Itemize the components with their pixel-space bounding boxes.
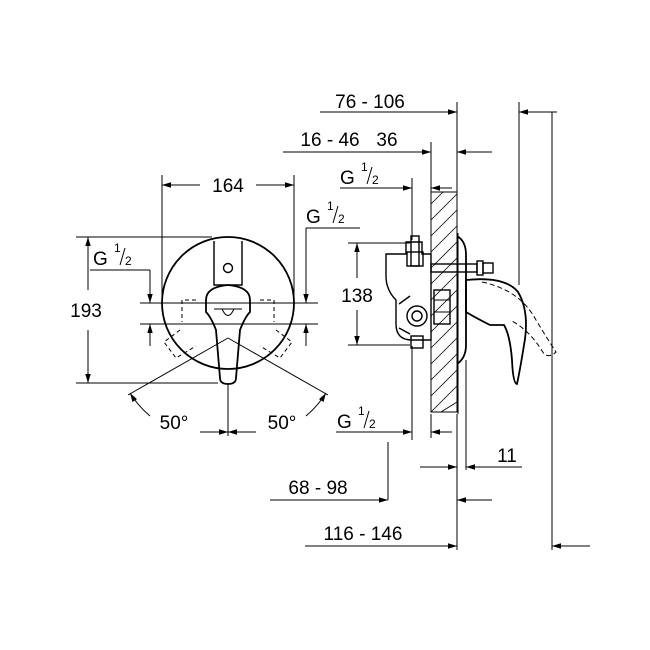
dim-36-label: 36 (376, 130, 397, 151)
svg-text:2: 2 (372, 173, 379, 187)
svg-text:2: 2 (338, 212, 345, 226)
lever-side-profile (465, 278, 527, 385)
dim-76-106-label: 76 - 106 (335, 92, 405, 113)
dim-11-label: 11 (497, 446, 517, 467)
lever-handle (205, 284, 251, 385)
side-view: 76 - 106 16 - 46 36 G 1 2 138 G 1 (270, 92, 590, 550)
inlet-left-label: G 1 2 (93, 241, 132, 270)
dim-16-46-label: 16 - 46 (300, 130, 359, 151)
front-view: 164 193 G 1 2 G 1 2 (70, 175, 360, 436)
svg-text:1: 1 (327, 199, 334, 213)
svg-text:1: 1 (361, 160, 368, 174)
svg-text:2: 2 (369, 417, 376, 431)
outlet-bottom-label: G 1 2 (337, 404, 376, 433)
svg-text:2: 2 (125, 254, 132, 268)
svg-text:1: 1 (114, 241, 121, 255)
svg-text:G: G (306, 207, 321, 228)
inlet-right-label: G 1 2 (306, 199, 345, 228)
dim-138-label: 138 (341, 286, 373, 307)
svg-text:G: G (337, 412, 352, 433)
dim-68-98-label: 68 - 98 (288, 478, 347, 499)
width-dimension-label: 164 (212, 176, 244, 197)
svg-text:1: 1 (358, 404, 365, 418)
height-dimension-label: 193 (70, 301, 102, 322)
dim-116-146-label: 116 - 146 (324, 524, 403, 545)
outlet-top-label: G 1 2 (340, 160, 379, 189)
svg-text:G: G (93, 249, 108, 270)
valve-body (385, 241, 432, 341)
angle-left-label: 50° (160, 413, 189, 434)
svg-text:G: G (340, 168, 355, 189)
angle-right-label: 50° (268, 413, 297, 434)
